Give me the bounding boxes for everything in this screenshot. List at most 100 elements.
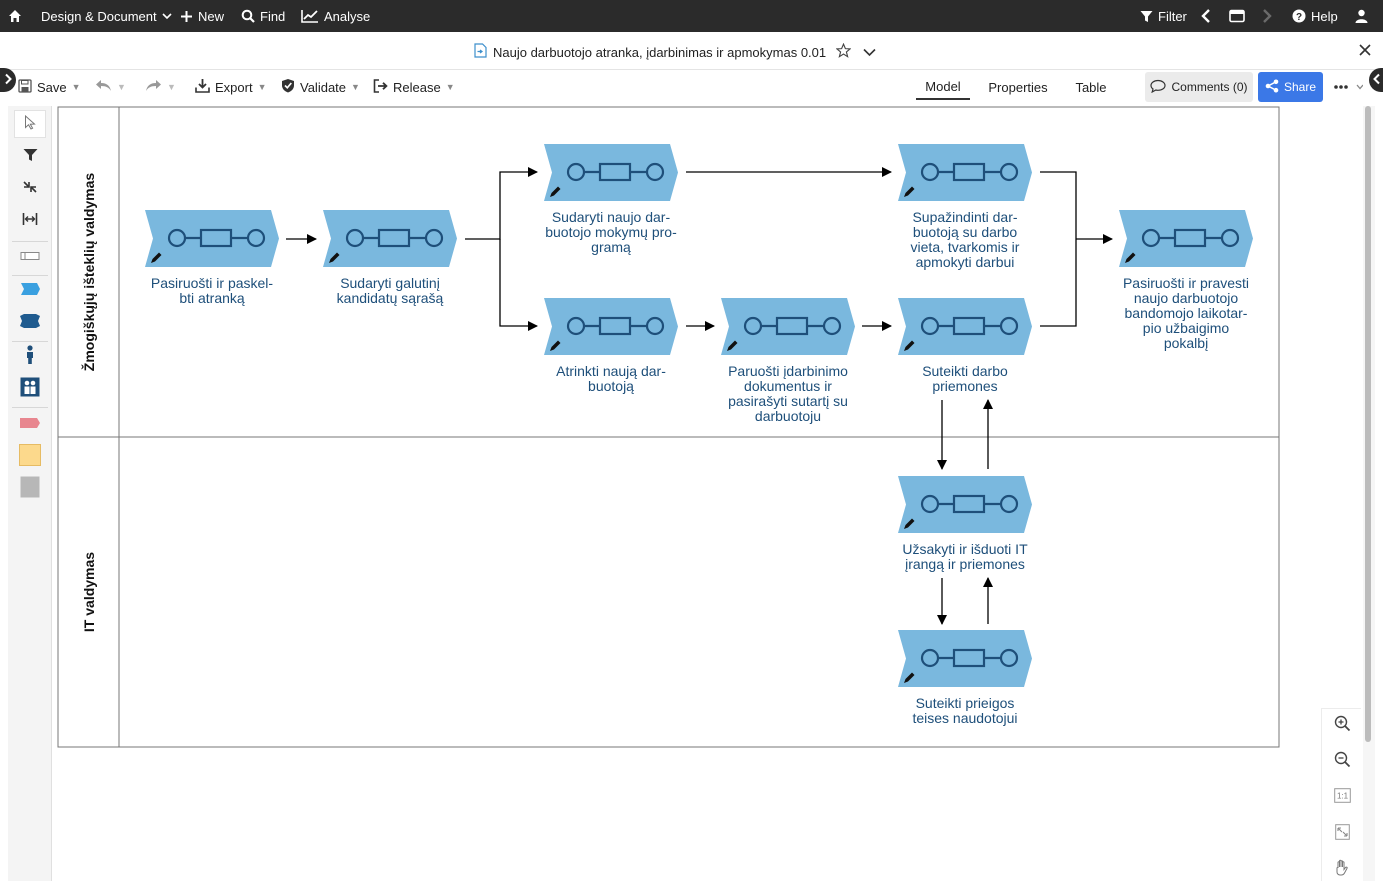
chevron-down-icon	[162, 12, 172, 20]
process-node[interactable]: Pasiruošti ir paskel-bti atranką	[145, 210, 279, 306]
export-button[interactable]: Export ▼	[195, 70, 267, 104]
forward-button[interactable]	[1262, 0, 1272, 32]
edit-pencil-icon[interactable]	[151, 252, 162, 264]
share-button[interactable]: Share	[1258, 72, 1323, 102]
chevron-left-icon	[1201, 9, 1211, 23]
edit-pencil-icon[interactable]	[904, 340, 915, 352]
new-button[interactable]: New	[180, 0, 224, 32]
process-node[interactable]: Atrinkti naują dar-buotoją	[544, 298, 678, 394]
filter-button[interactable]: Filter	[1140, 0, 1187, 32]
pointer-tool[interactable]	[14, 110, 46, 138]
edit-pencil-icon[interactable]	[727, 340, 738, 352]
organizational-unit-symbol[interactable]	[14, 374, 46, 402]
more-options-button[interactable]	[1330, 78, 1366, 96]
vertical-scrollbar-thumb[interactable]	[1365, 106, 1371, 742]
windows-button[interactable]	[1229, 0, 1245, 32]
diagram-canvas[interactable]: Žmogiškųjų išteklių valdymas IT valdymas…	[57, 106, 1363, 881]
tab-properties[interactable]: Properties	[985, 74, 1051, 100]
zoom-out-icon	[1334, 751, 1351, 771]
find-button[interactable]: Find	[241, 0, 285, 32]
validate-button[interactable]: Validate ▼	[281, 70, 360, 104]
expand-right-panel-handle[interactable]	[1369, 68, 1383, 92]
analyse-button[interactable]: Analyse	[301, 0, 370, 32]
process-node-label: darbuotoju	[755, 408, 821, 424]
process-node-label: priemones	[932, 378, 997, 394]
back-button[interactable]	[1201, 0, 1211, 32]
pan-tool-button[interactable]	[1330, 857, 1354, 881]
process-node[interactable]: Sudaryti naujo dar-buotojo mokymų pro-gr…	[544, 144, 678, 255]
edit-pencil-icon[interactable]	[1125, 252, 1136, 264]
edit-pencil-icon[interactable]	[904, 518, 915, 530]
save-button[interactable]: Save ▼	[18, 70, 81, 104]
edit-pencil-icon[interactable]	[904, 672, 915, 684]
edit-pencil-icon[interactable]	[904, 186, 915, 198]
actual-size-button[interactable]: 1:1	[1330, 785, 1354, 809]
process-interface-symbol[interactable]	[14, 308, 46, 336]
chevron-down-icon: ▼	[117, 82, 126, 92]
comments-button[interactable]: Comments (0)	[1145, 72, 1253, 102]
process-node-label: Suteikti darbo	[922, 363, 1008, 379]
palette-separator	[12, 341, 48, 342]
process-node-label: buotojo mokymų pro-	[545, 224, 677, 240]
edit-pencil-icon[interactable]	[550, 186, 561, 198]
filter-icon	[1140, 10, 1153, 23]
filter-tool[interactable]	[14, 142, 46, 170]
palette-separator	[12, 241, 48, 242]
release-button[interactable]: Release ▼	[373, 70, 455, 104]
space-tool[interactable]	[14, 206, 46, 234]
tab-table[interactable]: Table	[1066, 74, 1116, 100]
connection-arrow[interactable]	[499, 239, 538, 331]
process-diagram: Žmogiškųjų išteklių valdymas IT valdymas…	[57, 106, 1280, 748]
more-dots-icon	[1333, 80, 1364, 95]
process-symbol-icon	[920, 494, 1019, 514]
design-document-menu[interactable]: Design & Document	[41, 0, 172, 32]
undo-button[interactable]: ▼	[95, 70, 126, 104]
zoom-out-button[interactable]	[1330, 749, 1354, 773]
lane-symbol[interactable]	[14, 242, 46, 270]
help-button[interactable]: ? Help	[1292, 0, 1338, 32]
close-document-button[interactable]	[1357, 43, 1373, 59]
chevron-down-icon: ▼	[445, 82, 455, 92]
pool-border	[57, 106, 1280, 748]
fit-to-window-button[interactable]	[1330, 821, 1354, 845]
role-symbol[interactable]	[14, 342, 46, 370]
lane-label-it[interactable]: IT valdymas	[81, 552, 97, 632]
symbol-palette	[8, 106, 52, 881]
favorite-star-icon[interactable]	[835, 42, 852, 61]
process-symbol-icon	[345, 228, 444, 248]
share-label: Share	[1283, 80, 1317, 94]
comments-label: Comments (0)	[1171, 80, 1248, 94]
close-icon	[1359, 43, 1371, 59]
chevron-down-icon: ▼	[71, 82, 81, 92]
connection-arrow[interactable]	[465, 167, 538, 240]
process-node[interactable]: Supažindinti dar-buotoją su darbovieta, …	[898, 144, 1032, 270]
connection-line[interactable]	[1040, 171, 1077, 327]
redo-button[interactable]: ▼	[145, 70, 176, 104]
edit-pencil-icon[interactable]	[550, 340, 561, 352]
chevron-left-icon	[1373, 73, 1381, 88]
note-symbol[interactable]	[14, 442, 46, 470]
lane-label-hr[interactable]: Žmogiškųjų išteklių valdymas	[80, 173, 97, 372]
process-node-label: pasirašyti sutartį su	[728, 393, 848, 409]
event-symbol[interactable]	[14, 410, 46, 438]
zoom-in-button[interactable]	[1330, 713, 1354, 737]
free-form-symbol[interactable]	[14, 474, 46, 502]
tab-model-label: Model	[925, 78, 961, 94]
expand-left-panel-handle[interactable]	[0, 68, 16, 92]
connection-tool[interactable]	[14, 174, 46, 202]
chevron-down-icon[interactable]	[863, 45, 876, 60]
svg-text:1:1: 1:1	[1336, 792, 1348, 801]
home-button[interactable]	[8, 0, 22, 32]
edit-pencil-icon[interactable]	[329, 252, 340, 264]
user-menu-button[interactable]	[1355, 0, 1368, 32]
process-node-label: bandomojo laikotar-	[1125, 305, 1248, 321]
process-symbol-icon	[1141, 228, 1240, 248]
process-symbol[interactable]	[14, 276, 46, 304]
tab-model[interactable]: Model	[916, 74, 970, 100]
